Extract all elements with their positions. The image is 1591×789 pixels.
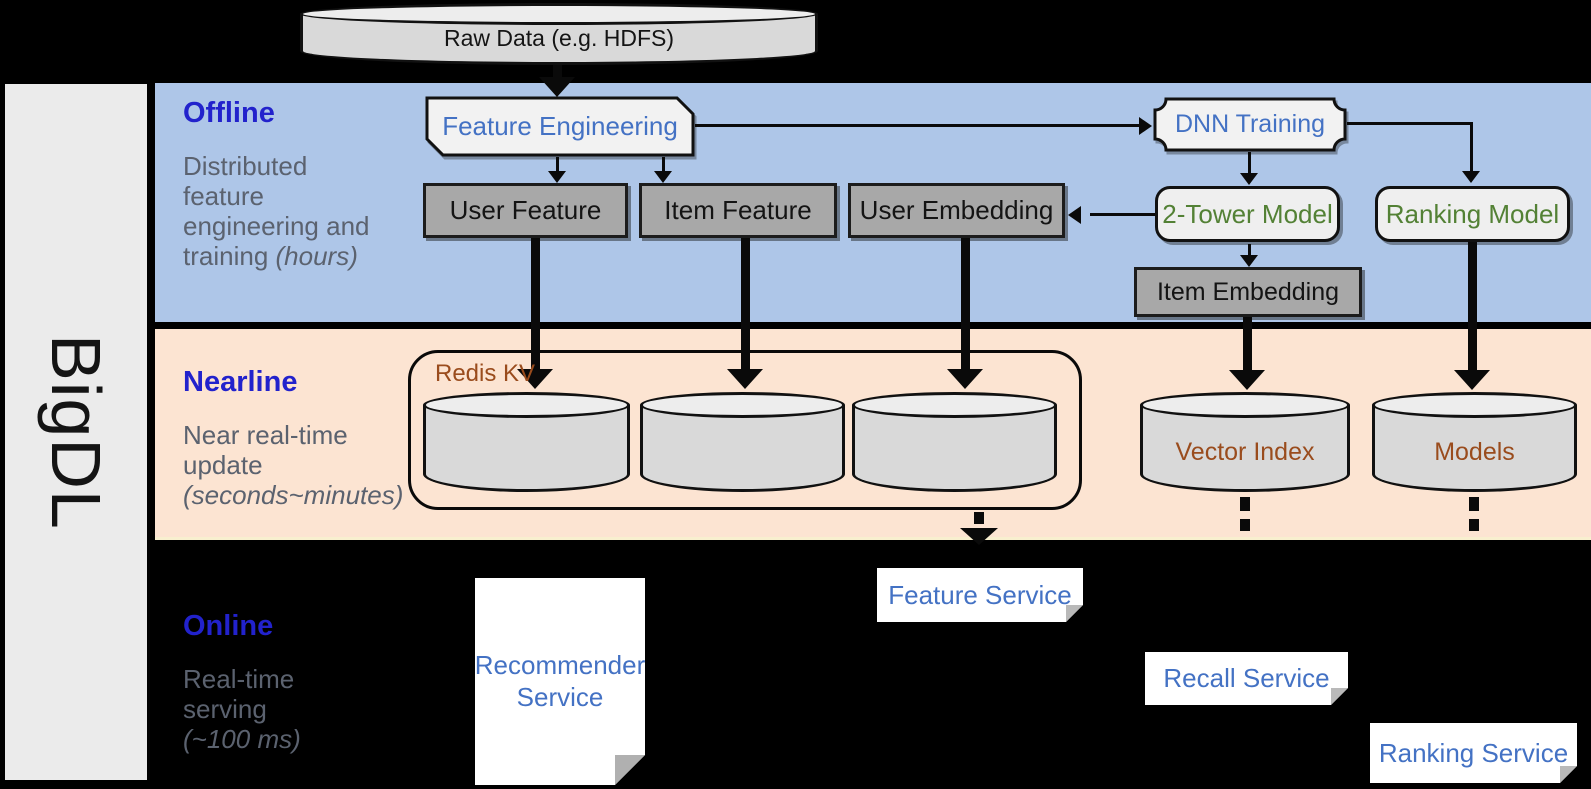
dashed-line-models-dash-1 (1469, 497, 1479, 511)
dashed-line-vectorindex-dash-2 (1240, 519, 1250, 531)
nearline-section-label: Nearline Near real-time update (seconds~… (183, 366, 445, 510)
snip-corner-shape (425, 96, 695, 157)
recommender-service-label: Recommender Service (474, 650, 646, 712)
offline-section-label: Offline Distributed feature engineering … (183, 97, 445, 272)
arrow-2tower-to-userembedding-line (1090, 213, 1155, 216)
arrow-dnn-to-rankingmodel-head (1462, 171, 1480, 183)
dashed-line-models-dash-2 (1469, 519, 1479, 531)
plaque-shape (1153, 97, 1347, 152)
online-section-title: Online (183, 610, 274, 642)
arrow-dnn-to-rankingmodel-vline (1470, 122, 1473, 173)
user-feature-box: User Feature (423, 183, 628, 238)
arrow-rankingmodel-to-models-shaft (1468, 242, 1477, 372)
folded-corner (1066, 605, 1083, 622)
arrow-userembedding-to-redis-head (947, 369, 983, 389)
arrow-fe-to-itemfeature-head (654, 171, 672, 183)
dnn-training-node: DNN Training (1153, 97, 1347, 152)
online-section-subtitle: Real-time serving (~100 ms) (183, 664, 301, 755)
folded-corner (1331, 688, 1348, 705)
arrow-fe-to-userfeature-head (548, 171, 566, 183)
arrow-userfeature-to-redis-shaft (531, 238, 540, 370)
arrow-fe-to-dnn-head (1139, 117, 1152, 135)
arrow-dnn-to-2tower-line (1248, 152, 1251, 175)
arrow-itemembedding-to-vectorindex-shaft (1243, 317, 1252, 372)
online-band-top-line (155, 537, 1591, 540)
feature-engineering-node: Feature Engineering (425, 96, 695, 157)
user-embedding-label: User Embedding (859, 195, 1054, 225)
item-embedding-box: Item Embedding (1134, 267, 1362, 317)
user-feature-label: User Feature (449, 195, 602, 225)
recall-service-card: Recall Service (1145, 652, 1348, 705)
nearline-section-subtitle: Near real-time update (seconds~minutes) (183, 420, 404, 511)
ranking-model-box: Ranking Model (1375, 186, 1570, 242)
cylinder-body (1140, 405, 1350, 492)
folded-corner (1560, 766, 1577, 783)
cylinder-body (1372, 405, 1577, 492)
arrow-dnn-to-rankingmodel-hline (1347, 122, 1473, 125)
cylinder-body (640, 405, 845, 492)
cylinder-top (852, 392, 1057, 418)
arrow-userfeature-to-redis-head (517, 369, 553, 389)
folded-corner (615, 755, 645, 785)
redis-kv-container: Redis KV (408, 350, 1082, 510)
arrow-rankingmodel-to-models-head (1454, 370, 1490, 390)
two-tower-model-box: 2-Tower Model (1155, 186, 1340, 242)
vector-index-label: Vector Index (1175, 437, 1315, 466)
arrow-fe-to-userfeature-line (556, 157, 559, 173)
arrow-itemfeature-to-redis-head (727, 369, 763, 389)
arrow-fe-to-itemfeature-line (662, 157, 665, 173)
cylinder-top (423, 392, 630, 418)
redis-store-cylinder-3 (852, 392, 1057, 492)
user-embedding-box: User Embedding (848, 183, 1065, 238)
dashed-line-vectorindex-dash-1 (1240, 497, 1250, 511)
arrow-rawdata-to-fe-head (539, 77, 575, 97)
arrow-rawdata-to-fe-shaft (553, 64, 562, 79)
models-label: Models (1434, 437, 1515, 466)
redis-store-cylinder-2 (640, 392, 845, 492)
item-embedding-label: Item Embedding (1156, 277, 1340, 306)
dnn-training-label: DNN Training (1174, 110, 1326, 138)
arrow-2tower-to-itemembedding-head (1240, 255, 1258, 267)
item-feature-box: Item Feature (639, 183, 837, 238)
arrow-itemembedding-to-vectorindex-head (1229, 370, 1265, 390)
arrow-itemfeature-to-redis-shaft (741, 238, 750, 370)
vector-index-store: Vector Index (1140, 392, 1350, 492)
cylinder-body (852, 405, 1057, 492)
ranking-model-label: Ranking Model (1385, 198, 1560, 229)
online-section-label: Online Real-time serving (~100 ms) (183, 610, 445, 754)
raw-data-store: Raw Data (e.g. HDFS) (300, 3, 818, 65)
offline-section-title: Offline (183, 97, 275, 129)
dashed-arrow-redis-to-featureservice-dash (974, 512, 984, 524)
feature-engineering-label: Feature Engineering (442, 111, 678, 141)
cylinder-body (423, 405, 630, 492)
arrow-2tower-to-userembedding-head (1068, 206, 1081, 224)
redis-kv-label: Redis KV (435, 360, 536, 387)
arrow-2tower-to-itemembedding-line (1248, 244, 1251, 257)
brand-logo-text: BigDL (37, 334, 115, 530)
cylinder-top (1140, 392, 1350, 418)
cylinder-top (300, 3, 818, 25)
ranking-service-card: Ranking Service (1370, 723, 1577, 783)
item-feature-label: Item Feature (664, 195, 812, 225)
offline-section-subtitle: Distributed feature engineering and trai… (183, 151, 370, 272)
nearline-section-title: Nearline (183, 366, 298, 398)
recall-service-label: Recall Service (1163, 663, 1330, 693)
brand-sidebar: BigDL (5, 84, 147, 780)
recommender-service-card: Recommender Service (475, 578, 645, 785)
feature-service-card: Feature Service (877, 568, 1083, 622)
cylinder-top (1372, 392, 1577, 418)
arrow-fe-to-dnn-line (695, 124, 1140, 127)
arrow-dnn-to-2tower-head (1240, 173, 1258, 185)
cylinder-top (640, 392, 845, 418)
raw-data-label: Raw Data (e.g. HDFS) (443, 24, 675, 51)
models-store: Models (1372, 392, 1577, 492)
dashed-arrow-redis-to-featureservice-head (960, 528, 998, 545)
feature-service-label: Feature Service (888, 579, 1072, 610)
ranking-service-label: Ranking Service (1378, 737, 1569, 768)
two-tower-model-label: 2-Tower Model (1162, 198, 1333, 229)
redis-store-cylinder-1 (423, 392, 630, 492)
arrow-userembedding-to-redis-shaft (961, 238, 970, 370)
